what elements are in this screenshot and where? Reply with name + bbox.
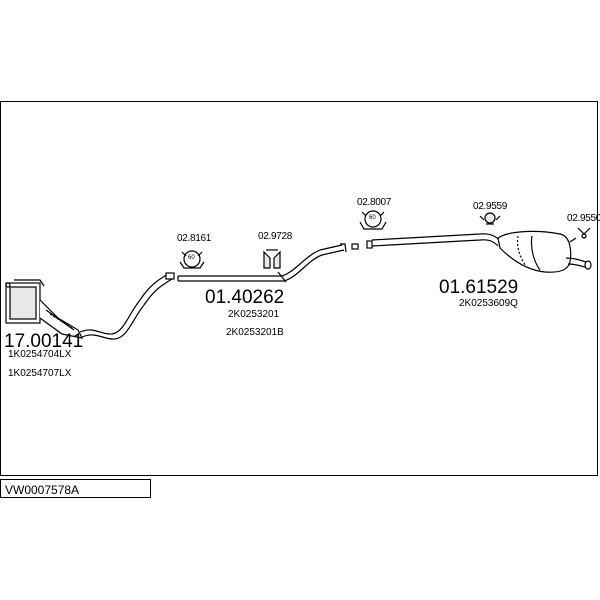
rear-silencer-drawing — [497, 230, 592, 273]
ring-size-mark: 60 — [369, 215, 376, 221]
mount-ring-3 — [359, 210, 387, 230]
mount-number: 02.9550 — [567, 213, 600, 224]
front-pipe — [79, 273, 169, 335]
mount-hanger-2 — [263, 249, 287, 283]
part-number-rear-silencer: 01.61529 — [439, 277, 519, 298]
mount-ring-1 — [179, 250, 205, 269]
ring-size-mark: 60 — [188, 255, 195, 261]
middle-pipe-drawing — [177, 243, 359, 282]
part-number-catalyst: 17.00141 — [4, 331, 84, 352]
oem-number: 1K0254704LX — [8, 349, 72, 360]
mount-number: 02.8007 — [357, 197, 392, 208]
oem-number: 1K0254707LX — [8, 368, 72, 379]
mount-5 — [569, 227, 591, 243]
intermediate-pipe-drawing — [366, 233, 501, 249]
oem-number: 2K0253201B — [226, 327, 284, 338]
mount-4 — [479, 212, 501, 225]
part-number-middle-pipe: 01.40262 — [205, 287, 285, 308]
reference-number: VW0007578A — [5, 483, 80, 497]
diagram-frame — [0, 101, 598, 476]
mount-number: 02.9728 — [258, 231, 293, 242]
mount-number: 02.9559 — [473, 201, 508, 212]
catalyst-drawing — [5, 279, 84, 339]
oem-number: 2K0253201 — [228, 309, 280, 320]
mount-number: 02.8161 — [177, 233, 212, 244]
oem-number: 2K0253609Q — [459, 298, 518, 309]
reference-box: VW0007578A — [0, 479, 151, 498]
